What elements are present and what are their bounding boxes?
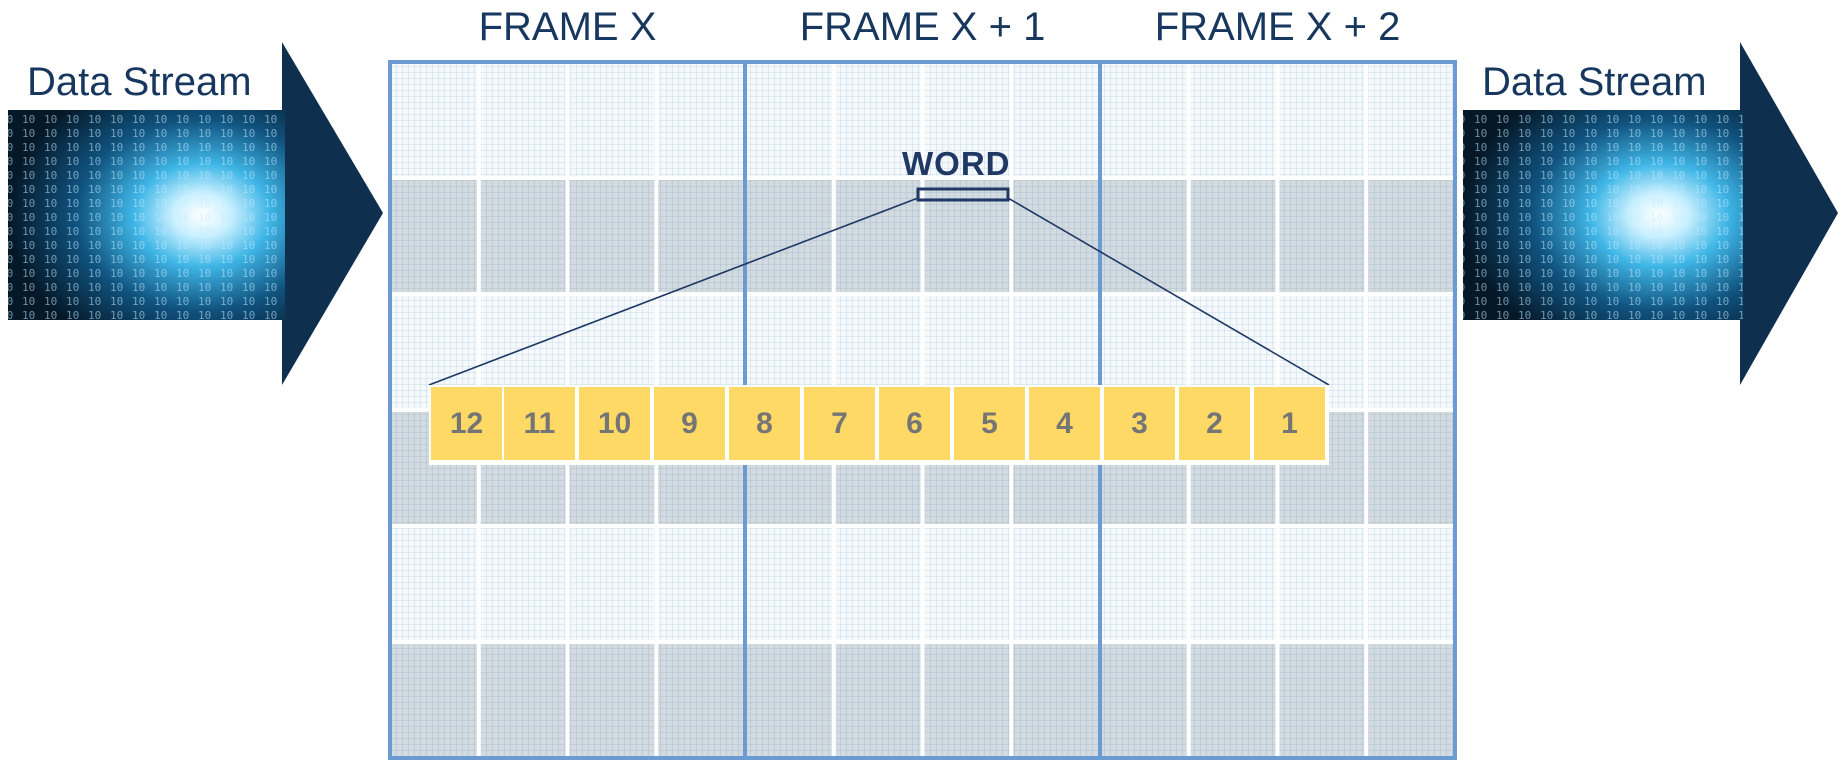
frame-cell bbox=[481, 528, 566, 640]
frame-cell bbox=[747, 64, 832, 176]
frame-cell bbox=[836, 644, 921, 756]
byte-cell: 8 bbox=[729, 387, 802, 460]
byte-cell: 4 bbox=[1029, 387, 1102, 460]
byte-cell: 7 bbox=[804, 387, 877, 460]
byte-cell: 3 bbox=[1104, 387, 1177, 460]
frame-cell bbox=[1368, 180, 1453, 292]
frame-cell bbox=[1368, 64, 1453, 176]
frame-cell bbox=[1013, 180, 1098, 292]
frame-cell bbox=[570, 64, 655, 176]
byte-cell: 10 bbox=[579, 387, 652, 460]
frame-cell bbox=[392, 64, 477, 176]
byte-cell: 6 bbox=[879, 387, 952, 460]
frame-cell bbox=[747, 644, 832, 756]
frame-cell bbox=[836, 528, 921, 640]
frame-cell bbox=[836, 180, 921, 292]
frame-cell bbox=[1368, 296, 1453, 408]
frame-cell bbox=[1013, 64, 1098, 176]
right-tunnel-digits bbox=[1463, 110, 1743, 320]
byte-cell: 12 bbox=[431, 387, 504, 460]
frame-cell bbox=[481, 180, 566, 292]
frame-cell bbox=[747, 528, 832, 640]
frame-cell bbox=[1013, 528, 1098, 640]
frame-cell bbox=[925, 528, 1010, 640]
frame-cell bbox=[1102, 528, 1187, 640]
frame-cell bbox=[570, 180, 655, 292]
byte-cell: 1 bbox=[1254, 387, 1327, 460]
frame-title-x: FRAME X bbox=[390, 3, 745, 51]
right-stream-label: Data Stream bbox=[1482, 58, 1707, 106]
frame-cell bbox=[1368, 412, 1453, 524]
frame-cell bbox=[392, 180, 477, 292]
left-stream-label: Data Stream bbox=[27, 58, 252, 106]
frame-cell bbox=[392, 644, 477, 756]
right-arrow-head bbox=[1740, 42, 1838, 385]
frame-cell bbox=[1191, 528, 1276, 640]
frame-cell bbox=[570, 528, 655, 640]
frame-cell bbox=[1280, 64, 1365, 176]
frame-title-x-plus-1: FRAME X + 1 bbox=[745, 3, 1100, 51]
frame-cell bbox=[481, 64, 566, 176]
byte-cell: 2 bbox=[1179, 387, 1252, 460]
frame-cell bbox=[658, 180, 743, 292]
frame-cell bbox=[1191, 64, 1276, 176]
frame-cell bbox=[392, 528, 477, 640]
frame-cell bbox=[1280, 180, 1365, 292]
frame-cell bbox=[658, 528, 743, 640]
byte-cell: 5 bbox=[954, 387, 1027, 460]
frame-cell bbox=[1191, 180, 1276, 292]
frame-cell bbox=[570, 644, 655, 756]
frame-cell bbox=[1102, 644, 1187, 756]
frame-cell bbox=[481, 644, 566, 756]
frame-title-x-plus-2: FRAME X + 2 bbox=[1100, 3, 1455, 51]
frame-cell bbox=[1102, 180, 1187, 292]
frame-cell bbox=[658, 64, 743, 176]
frame-cell bbox=[925, 180, 1010, 292]
left-tunnel-digits bbox=[8, 110, 285, 320]
frame-cell bbox=[925, 644, 1010, 756]
frame-cell bbox=[1191, 644, 1276, 756]
frame-cell bbox=[658, 644, 743, 756]
frame-cell bbox=[1368, 644, 1453, 756]
byte-cell: 11 bbox=[504, 387, 577, 460]
frame-cell bbox=[1013, 644, 1098, 756]
word-label: WORD bbox=[902, 145, 1010, 183]
frame-cell bbox=[1102, 64, 1187, 176]
byte-cell: 9 bbox=[654, 387, 727, 460]
left-arrow-head bbox=[282, 42, 383, 385]
frame-cell bbox=[1280, 644, 1365, 756]
frame-cell bbox=[1368, 528, 1453, 640]
frame-cell bbox=[1280, 528, 1365, 640]
